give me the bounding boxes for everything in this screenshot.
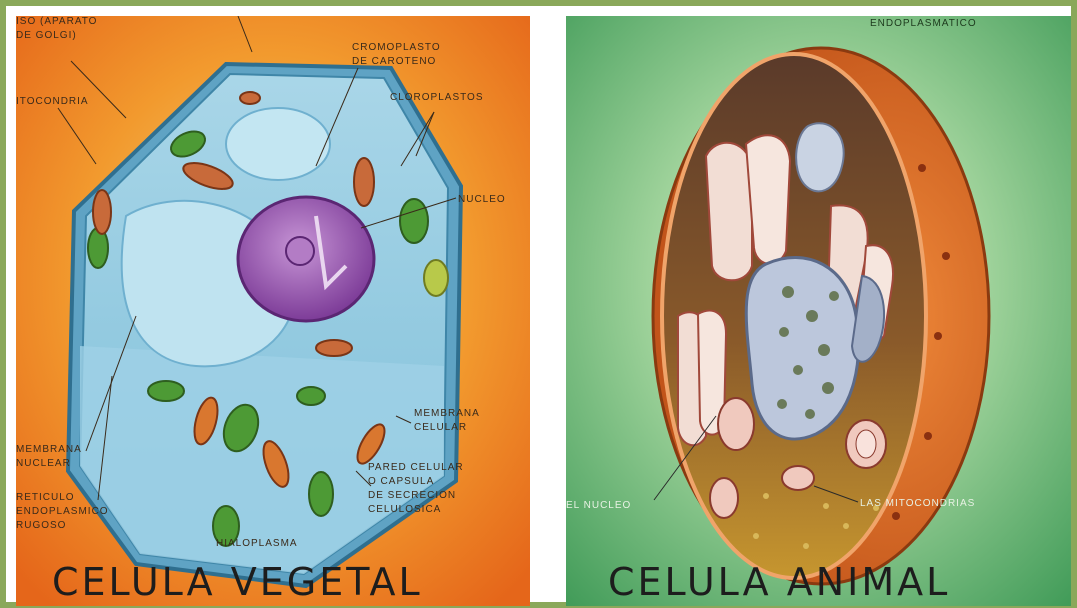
label-er-line2: ENDOPLASMICO [16,506,109,518]
label-chromoplast-line2: DE CAROTENO [352,56,436,68]
label-cell-wall-line2: O CAPSULA [368,476,434,488]
animal-cell-panel: ENDOPLASMATICO EL NUCLEO LAS MITOCONDRIA… [566,16,1071,606]
label-hyaloplasm: HIALOPLASMA [216,538,298,550]
animal-cell-illustration [566,16,1071,606]
mitochondrion [316,340,352,356]
nucleus [746,257,858,438]
label-nucleus: EL NUCLEO [566,500,631,512]
label-nuclear-membrane: MEMBRANA [16,444,82,456]
golgi-apparatus [796,123,844,191]
mitochondria-inner [856,430,876,458]
label-cell-wall-line4: CELULOSICA [368,504,441,516]
chloroplast [297,387,325,405]
label-er-line3: RUGOSO [16,520,66,532]
nucleolus [286,237,314,265]
label-cell-wall-line3: DE SECRECION [368,490,456,502]
plant-cell-title: CELULA VEGETAL [52,560,423,604]
label-mitochondria: ITOCONDRIA [16,96,89,108]
plant-cell-panel: ISO (APARATO DE GOLGI) CROMOPLASTO DE CA… [16,16,530,606]
animal-cell-title: CELULA ANIMAL [608,560,950,604]
chloroplast [400,199,428,243]
chloroplast [148,381,184,401]
label-mitochondria: LAS MITOCONDRIAS [860,498,975,510]
label-cell-membrane-line2: CELULAR [414,422,467,434]
label-nucleus: NUCLEO [458,194,506,206]
label-cell-wall: PARED CELULAR [368,462,464,474]
label-er: ENDOPLASMATICO [870,18,977,30]
chloroplast [309,472,333,516]
upper-vacuole [226,108,330,180]
mitochondrion [354,158,374,206]
mitochondrion [93,190,111,234]
label-er: RETICULO [16,492,75,504]
label-golgi-line2: DE GOLGI) [16,30,77,42]
label-chloroplasts: CLOROPLASTOS [390,92,484,104]
label-golgi: ISO (APARATO [16,16,97,28]
chromoplast [424,260,448,296]
label-nuclear-membrane-line2: NUCLEAR [16,458,71,470]
label-chromoplast: CROMOPLASTO [352,42,441,54]
label-cell-membrane: MEMBRANA [414,408,480,420]
mitochondrion [240,92,260,104]
